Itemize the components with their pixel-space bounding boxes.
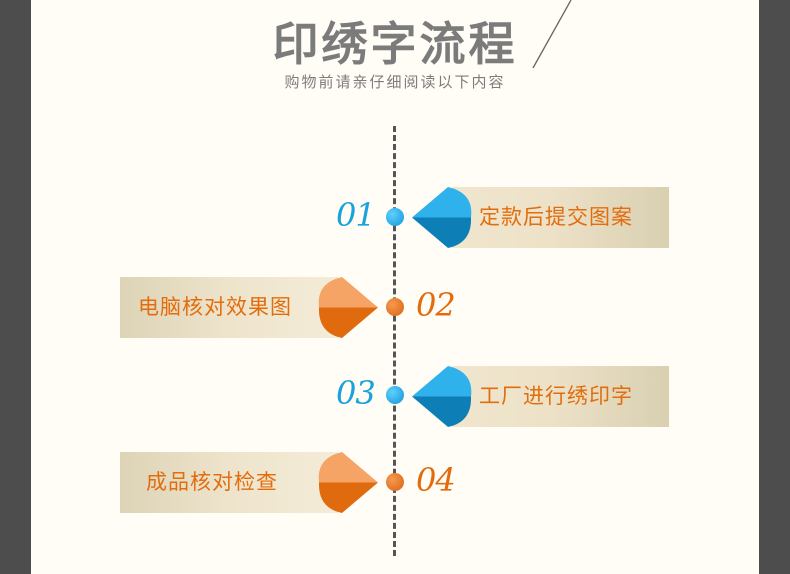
step-3-panel: 工厂进行绣印字 bbox=[452, 366, 669, 427]
step-4-dot bbox=[386, 473, 404, 491]
step-1-number: 01 bbox=[336, 196, 376, 234]
page-subtitle: 购物前请亲仔细阅读以下内容 bbox=[284, 73, 506, 91]
step-4-arrow-icon bbox=[318, 452, 378, 513]
step-3-dot bbox=[386, 386, 404, 404]
step-1-arrow-icon bbox=[412, 187, 472, 248]
left-border bbox=[0, 0, 31, 574]
step-2-arrow-icon bbox=[318, 277, 378, 338]
step-2-panel: 电脑核对效果图 bbox=[120, 277, 338, 338]
page-title: 印绣字流程 bbox=[272, 17, 518, 71]
title-decoration-line bbox=[532, 0, 572, 69]
step-2-dot bbox=[386, 298, 404, 316]
step-1-panel: 定款后提交图案 bbox=[452, 187, 669, 248]
step-1-label: 定款后提交图案 bbox=[479, 205, 633, 229]
step-3-arrow-icon bbox=[412, 366, 472, 427]
timeline-dashed-line bbox=[393, 126, 396, 556]
step-4-panel: 成品核对检查 bbox=[120, 452, 338, 513]
step-2-number: 02 bbox=[416, 286, 456, 324]
step-3-number: 03 bbox=[336, 374, 376, 412]
step-4-label: 成品核对检查 bbox=[146, 470, 278, 494]
step-4-number: 04 bbox=[416, 461, 456, 499]
step-1-dot bbox=[386, 208, 404, 226]
step-3-label: 工厂进行绣印字 bbox=[479, 384, 633, 408]
step-2-label: 电脑核对效果图 bbox=[138, 295, 292, 319]
right-border bbox=[759, 0, 790, 574]
